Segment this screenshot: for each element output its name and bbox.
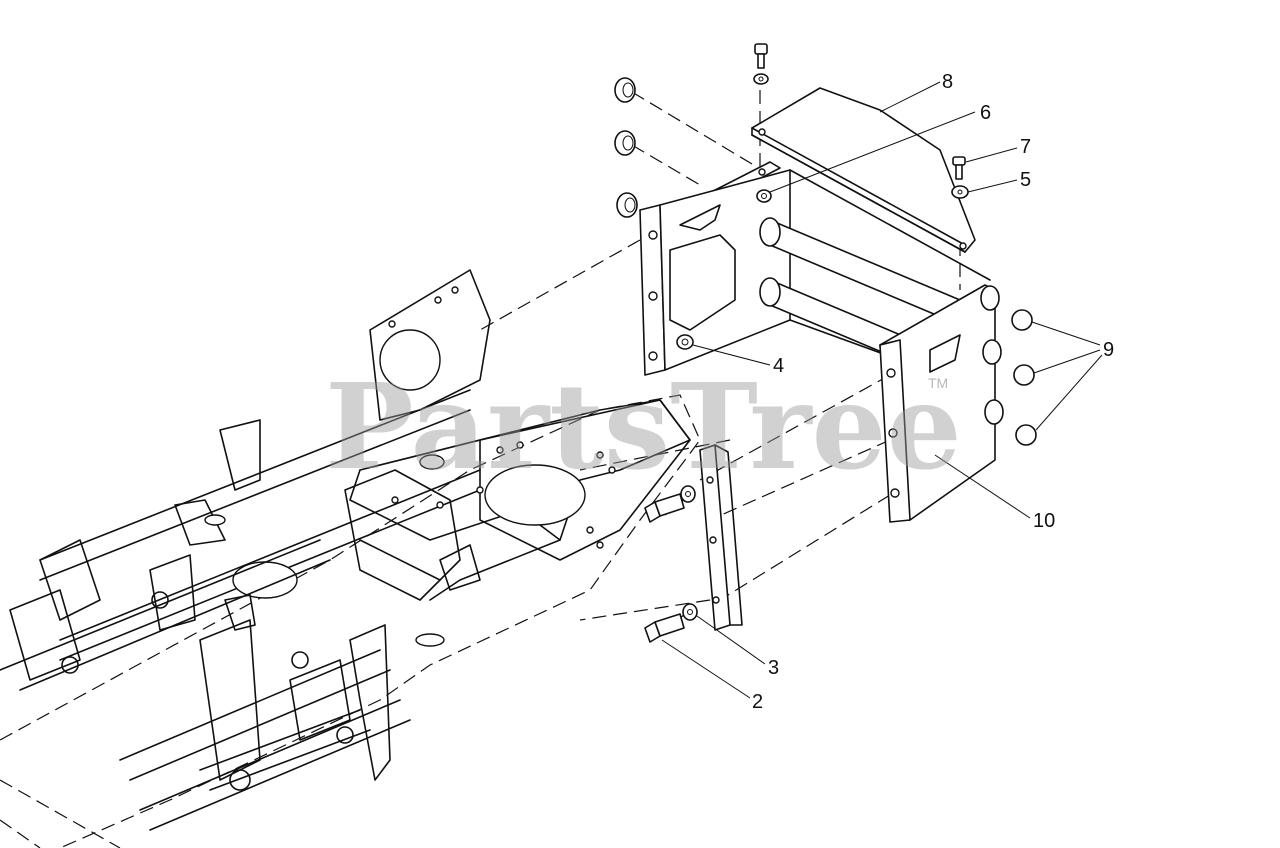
mower-frame bbox=[0, 269, 701, 848]
watermark-tm: TM bbox=[928, 375, 948, 391]
callout-5: 5 bbox=[1020, 169, 1031, 191]
callout-3: 3 bbox=[768, 657, 779, 679]
washer-icon bbox=[951, 185, 969, 199]
callout-8: 8 bbox=[942, 71, 953, 93]
callout-10: 10 bbox=[1033, 510, 1055, 532]
callout-2: 2 bbox=[752, 691, 763, 713]
callout-6: 6 bbox=[980, 102, 991, 124]
right-side-plate bbox=[879, 284, 1004, 523]
frame-hole-icon bbox=[379, 329, 441, 391]
cap-plug-icon bbox=[1011, 309, 1037, 446]
nut-icon bbox=[756, 189, 772, 203]
alignment-lines bbox=[479, 90, 961, 631]
bushing-icon bbox=[614, 77, 638, 218]
front-bracket bbox=[699, 444, 743, 631]
callout-4: 4 bbox=[773, 355, 784, 377]
flat-washer-icon bbox=[680, 485, 698, 621]
callout-7: 7 bbox=[1020, 136, 1031, 158]
callout-9: 9 bbox=[1103, 339, 1114, 361]
watermark: PartsTree TM bbox=[325, 357, 962, 496]
top-bolt-icon bbox=[753, 43, 769, 85]
callouts: 8 6 7 5 9 4 10 3 2 bbox=[752, 71, 1114, 713]
lock-nut-icon bbox=[676, 334, 694, 350]
leader-lines bbox=[661, 81, 1103, 699]
hex-bolt-icon bbox=[644, 493, 685, 643]
bolt-icon bbox=[952, 156, 966, 180]
watermark-text: PartsTree bbox=[325, 357, 962, 496]
